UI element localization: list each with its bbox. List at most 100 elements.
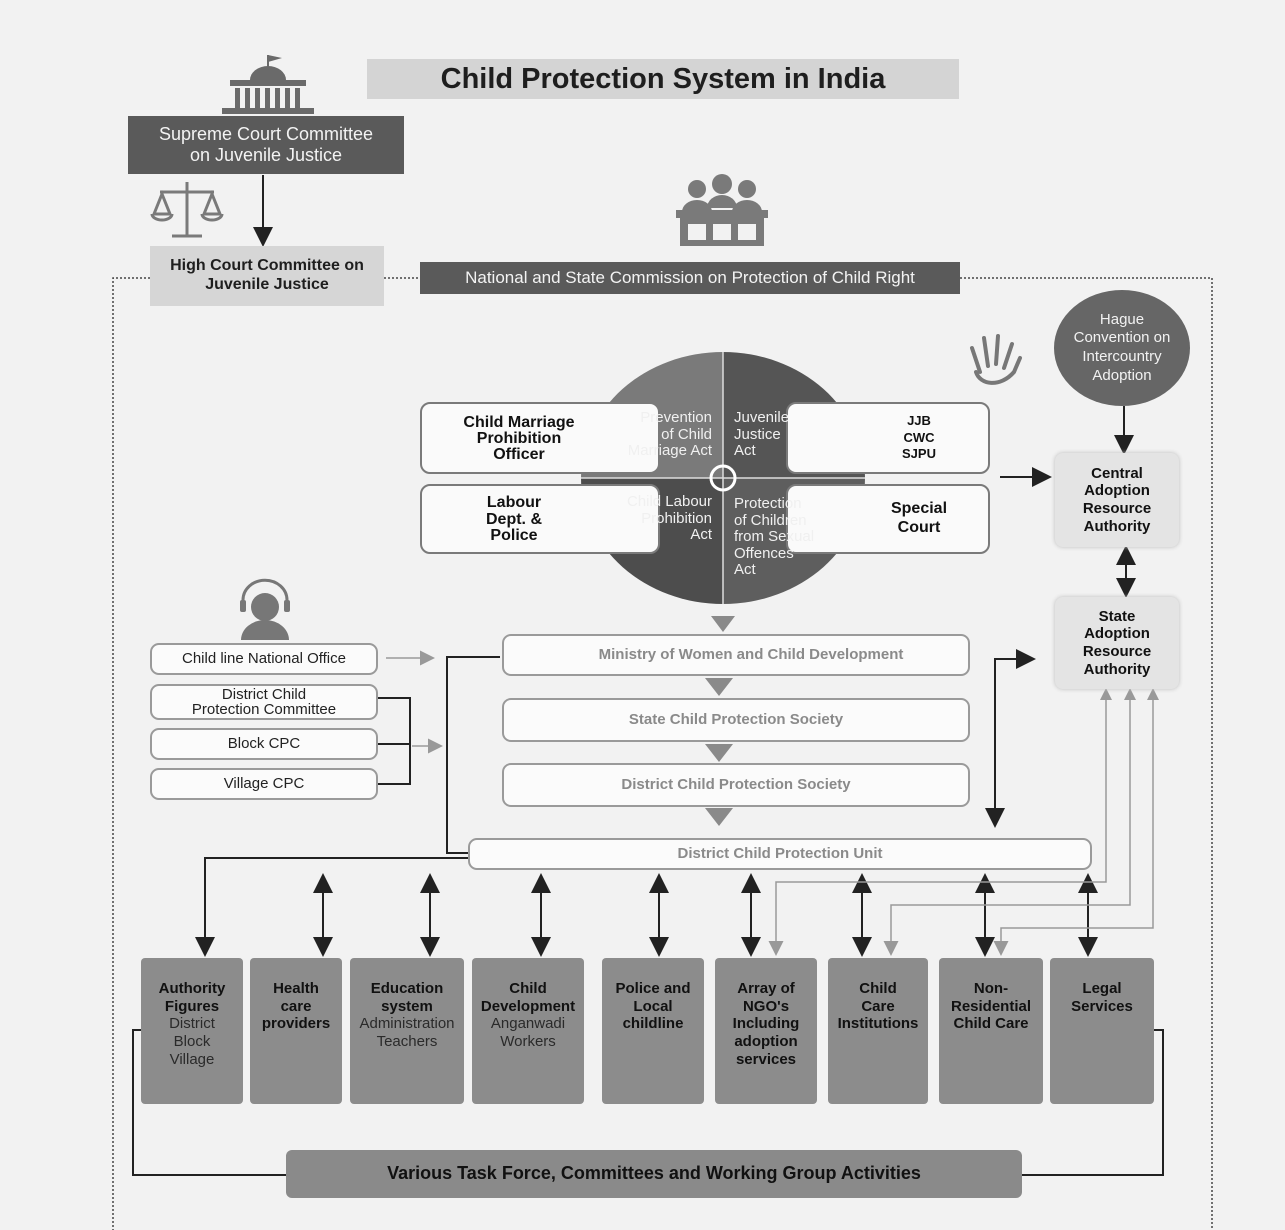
stakeholder-title-line: Residential (950, 997, 1032, 1015)
q2-line2: Justice (734, 425, 781, 443)
stakeholder-title-line: Array of (737, 980, 795, 997)
block-cpc: Block CPC (150, 728, 378, 760)
stakeholder-title-line: Services (1071, 997, 1133, 1015)
jjb-cwc-sjpu-box (786, 402, 990, 474)
supreme-court-line1: Supreme Court Committee (158, 123, 374, 144)
quadrant-child-marriage-act: Prevention of Child Marriage Act (592, 409, 712, 466)
court-building-icon (222, 55, 314, 114)
stakeholder-title-line: Health (273, 980, 319, 997)
q4-line3: from Sexual (734, 528, 815, 545)
stakeholder-title-line: Care (861, 997, 895, 1015)
q1-line1: Prevention (640, 409, 712, 426)
stakeholder-title-line: Institutions (837, 1015, 919, 1033)
q3-line1: Child Labour (626, 493, 712, 510)
page-title: Child Protection System in India (367, 59, 959, 99)
cara-line3: Resource (1082, 500, 1152, 517)
q2-line3: Act (734, 442, 756, 459)
hague-line1: Hague (1099, 310, 1145, 328)
jjb-cwc-sjpu-label: JJB CWC SJPU (880, 406, 958, 470)
q1-line2: of Child (661, 425, 712, 443)
cara-line1: Central (1091, 464, 1143, 482)
q3-line3: Act (690, 526, 712, 543)
stakeholder-title-line: Figures (164, 997, 220, 1015)
cwc-label: CWC (903, 429, 935, 445)
stakeholder-sub-line: Anganwadi (490, 1015, 566, 1033)
stakeholder-title-line: NGO's (742, 997, 790, 1015)
hague-line4: Adoption (1092, 366, 1152, 384)
central-adoption-resource-authority: Central Adoption Resource Authority (1055, 453, 1179, 547)
stakeholder-title-line: Child (859, 980, 897, 997)
cara-line4: Authority (1083, 517, 1151, 535)
dcpc-line1: District Child (221, 686, 307, 703)
stakeholder-title-line: Non- (973, 980, 1009, 997)
special-court-box (786, 484, 990, 554)
stakeholder-sub-line: Administration (359, 1015, 455, 1033)
labour-line2: Dept. & (486, 510, 542, 528)
cmo-line1: Child Marriage (463, 414, 575, 431)
state-child-protection-society: State Child Protection Society (502, 698, 970, 742)
stakeholder-sub-line: Block (173, 1033, 211, 1051)
caller-person-icon (240, 578, 290, 640)
state-adoption-resource-authority: State Adoption Resource Authority (1055, 597, 1179, 689)
district-child-protection-society: District Child Protection Society (502, 763, 970, 807)
cmo-line2: Prohibition (476, 430, 562, 447)
hague-convention: Hague Convention on Intercountry Adoptio… (1054, 290, 1190, 406)
q1-line3: Marriage Act (627, 442, 712, 459)
hague-line3: Intercountry (1082, 348, 1162, 365)
stakeholder-title-line: Child Care (953, 1015, 1029, 1033)
labour-dept-label: Labour Dept. & Police (450, 492, 578, 548)
supreme-court-committee: Supreme Court Committee on Juvenile Just… (128, 116, 404, 174)
sara-line2: Adoption (1084, 625, 1150, 643)
dcpc-line2: Protection Committee (191, 701, 337, 718)
q2-line1: Juvenile (734, 409, 790, 426)
stakeholder-title-line: Development (480, 997, 576, 1015)
sjpu-label: SJPU (902, 446, 936, 462)
sara-line3: Resource (1082, 643, 1152, 660)
special-court-line2: Court (897, 519, 941, 536)
stakeholder-sub-line: Teachers (376, 1033, 438, 1051)
quadrant-pocso-act: Protection of Children from Sexual Offen… (734, 495, 850, 582)
supreme-court-line2: on Juvenile Justice (189, 145, 343, 165)
village-cpc: Village CPC (150, 768, 378, 800)
task-force-bar: Various Task Force, Committees and Worki… (286, 1150, 1022, 1198)
stakeholder-title-line: Local (633, 997, 673, 1015)
q4-line2: of Children (734, 511, 807, 529)
quadrant-juvenile-justice-act: Juvenile Justice Act (734, 409, 844, 466)
jjb-label: JJB (907, 412, 931, 428)
stakeholder-title-line: adoption (734, 1033, 798, 1051)
stakeholder-title-line: providers (261, 1015, 331, 1033)
hague-line2: Convention on (1073, 329, 1171, 347)
q4-line5: Act (734, 561, 756, 578)
quadrant-child-labour-act: Child Labour Prohibition Act (592, 493, 712, 550)
stakeholder-title-line: Legal (1082, 980, 1122, 997)
stakeholder-title-line: Child (509, 980, 547, 997)
cara-line2: Adoption (1084, 482, 1150, 500)
stakeholder-title-line: services (735, 1050, 797, 1068)
ministry-wcd: Ministry of Women and Child Development (502, 634, 970, 676)
hand-icon (970, 334, 1022, 385)
high-court-line2: Juvenile Justice (205, 276, 329, 293)
district-child-protection-committee: District Child Protection Committee (150, 684, 378, 720)
stakeholder-sub-line: Workers (500, 1033, 556, 1051)
stakeholder-sub-line: District (169, 1015, 215, 1033)
high-court-committee: High Court Committee on Juvenile Justice (150, 246, 384, 306)
stakeholder-title-line: Authority (158, 980, 226, 997)
stakeholder-title-line: Education (370, 980, 444, 997)
special-court-label: Special Court (874, 494, 964, 544)
stakeholder-title-line: Police and (615, 980, 691, 997)
cmo-line3: Officer (493, 446, 545, 463)
stakeholder-title-line: care (280, 997, 312, 1015)
stakeholder-title-line: childline (622, 1015, 684, 1033)
child-marriage-officer-label: Child Marriage Prohibition Officer (440, 410, 598, 468)
labour-dept-box (420, 484, 660, 554)
q3-line2: Prohibition (641, 509, 712, 527)
